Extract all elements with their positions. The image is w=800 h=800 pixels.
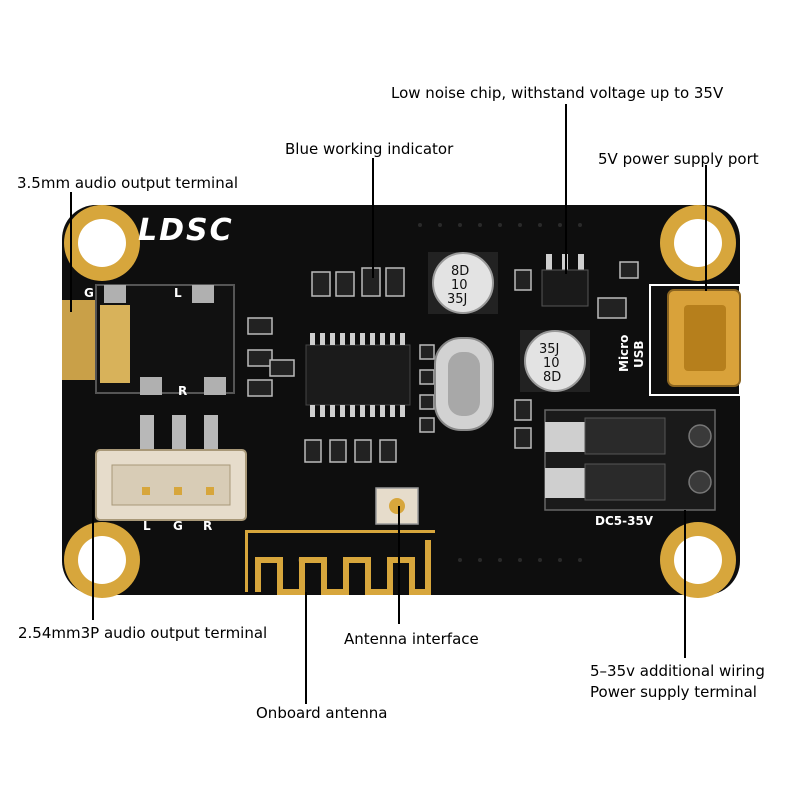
header-l-mark: L bbox=[143, 519, 151, 533]
leader-indicator bbox=[372, 158, 374, 278]
main-ic-chip bbox=[305, 333, 411, 417]
label-blue-indicator: Blue working indicator bbox=[285, 140, 454, 158]
leader-power-port bbox=[705, 165, 707, 291]
label-wiring-line1: 5–35v additional wiring bbox=[590, 662, 765, 680]
label-wiring-line2: Power supply terminal bbox=[590, 683, 757, 701]
cap-top-line1: 8D bbox=[451, 264, 469, 279]
micro-usb-port bbox=[649, 284, 741, 396]
usb-label-usb: USB bbox=[632, 340, 646, 368]
antenna-connector bbox=[375, 487, 419, 525]
cap-bot-line1: 35J bbox=[539, 342, 559, 357]
mounting-hole-top-left bbox=[64, 205, 140, 281]
leader-audio254 bbox=[92, 490, 94, 620]
cap-bot-line2: 10 bbox=[543, 356, 560, 371]
cap-top-line3: 35J bbox=[447, 292, 467, 307]
cap-bot-line3: 8D bbox=[543, 370, 561, 385]
usb-label-micro: Micro bbox=[617, 335, 631, 372]
leader-onboard bbox=[305, 592, 307, 704]
label-2-54mm-audio: 2.54mm3P audio output terminal bbox=[18, 624, 268, 642]
jack-l-mark: L bbox=[174, 286, 182, 300]
header-r-mark: R bbox=[203, 519, 212, 533]
header-g-mark: G bbox=[173, 519, 183, 533]
leader-wiring bbox=[684, 510, 686, 658]
header-2-54mm-3p bbox=[95, 415, 247, 521]
smd-components bbox=[247, 261, 639, 463]
leader-antenna-if bbox=[398, 506, 400, 624]
cap-top-line2: 10 bbox=[451, 278, 468, 293]
crystal-oscillator bbox=[434, 337, 494, 431]
dc-voltage-label: DC5-35V bbox=[595, 514, 654, 528]
capacitor-bottom: 35J 10 8D bbox=[520, 330, 590, 392]
leader-audio35 bbox=[70, 192, 72, 312]
label-3-5mm-audio: 3.5mm audio output terminal bbox=[17, 174, 239, 192]
onboard-antenna-trace bbox=[245, 530, 435, 595]
mounting-hole-bottom-right bbox=[660, 522, 736, 598]
mounting-hole-top-right bbox=[660, 205, 736, 281]
jack-g-mark: G bbox=[84, 286, 94, 300]
label-low-noise-chip: Low noise chip, withstand voltage up to … bbox=[391, 84, 724, 102]
jack-r-mark: R bbox=[178, 384, 187, 398]
power-screw-terminal bbox=[544, 409, 716, 511]
label-5v-power-port: 5V power supply port bbox=[598, 150, 759, 168]
leader-chip bbox=[565, 104, 567, 274]
capacitor-top: 8D 10 35J bbox=[428, 252, 498, 314]
brand-logo: LDSC bbox=[138, 213, 234, 248]
label-antenna-interface: Antenna interface bbox=[344, 630, 479, 648]
audio-jack-3-5mm bbox=[62, 284, 235, 395]
label-onboard-antenna: Onboard antenna bbox=[256, 704, 388, 722]
mounting-hole-bottom-left bbox=[64, 522, 140, 598]
